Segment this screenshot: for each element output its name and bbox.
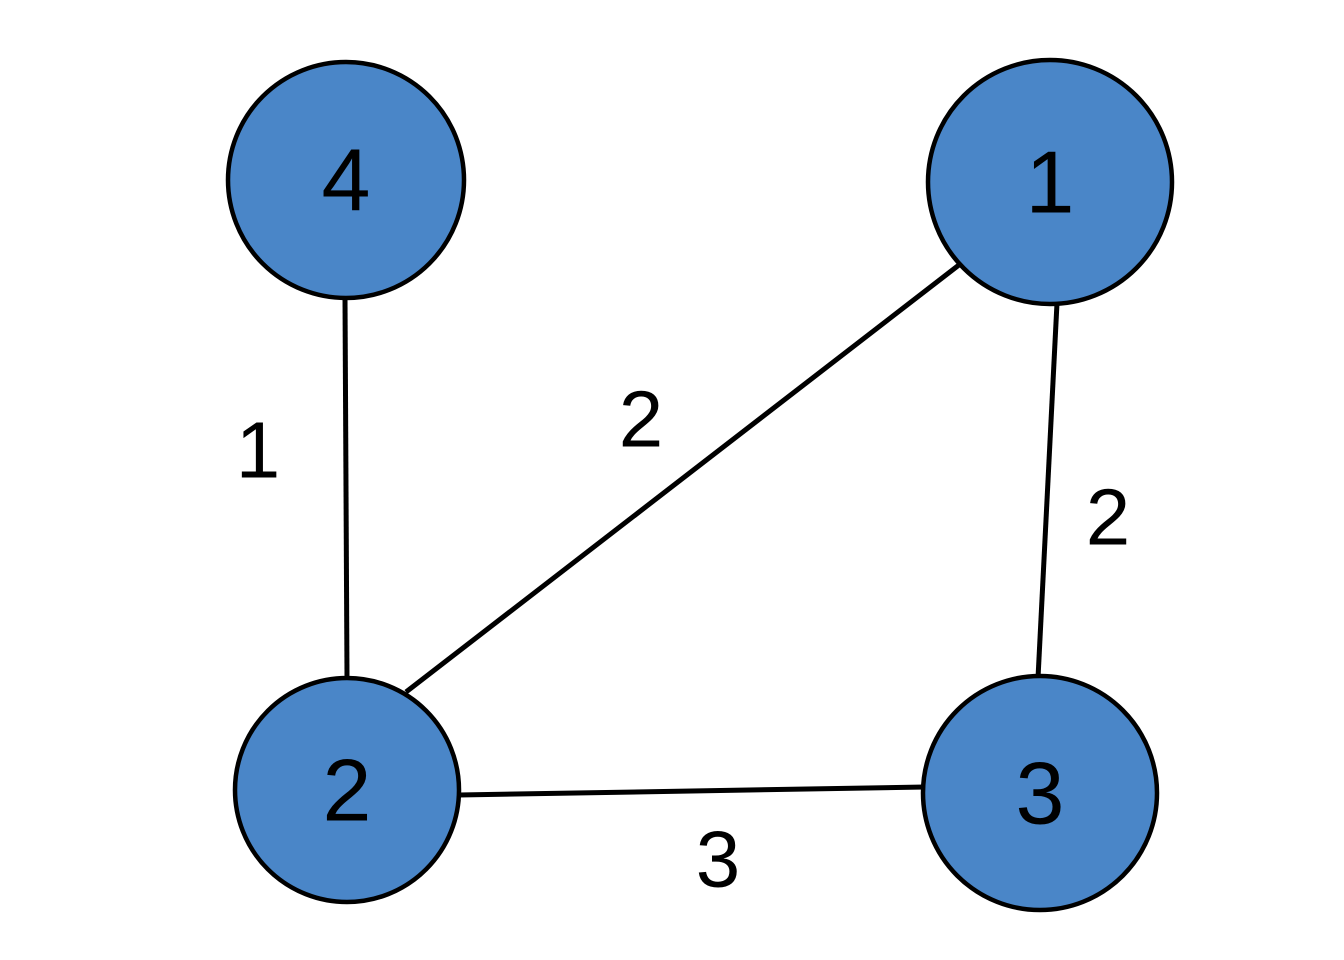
edge-weight-label-4-2: 1 [236,406,281,495]
edge-weight-labels-layer: 1 2 2 3 [236,375,1131,904]
node-circle-1[interactable] [925,57,1175,307]
edge-4-2[interactable] [342,297,350,679]
node-3[interactable]: 3 [920,673,1160,913]
node-circle-2[interactable] [232,675,462,905]
edge-2-3[interactable] [458,784,926,798]
edge-1-3[interactable] [1035,302,1060,679]
edge-2-1[interactable] [404,256,970,694]
node-4[interactable]: 4 [225,59,467,301]
node-circle-4[interactable] [225,59,467,301]
node-1[interactable]: 1 [925,57,1175,307]
node-circle-3[interactable] [920,673,1160,913]
node-2[interactable]: 2 [232,675,462,905]
edge-weight-label-2-1: 2 [619,375,664,464]
edges-layer [342,256,1060,798]
edge-weight-label-1-3: 2 [1086,473,1131,562]
edge-weight-label-2-3: 3 [696,815,741,904]
